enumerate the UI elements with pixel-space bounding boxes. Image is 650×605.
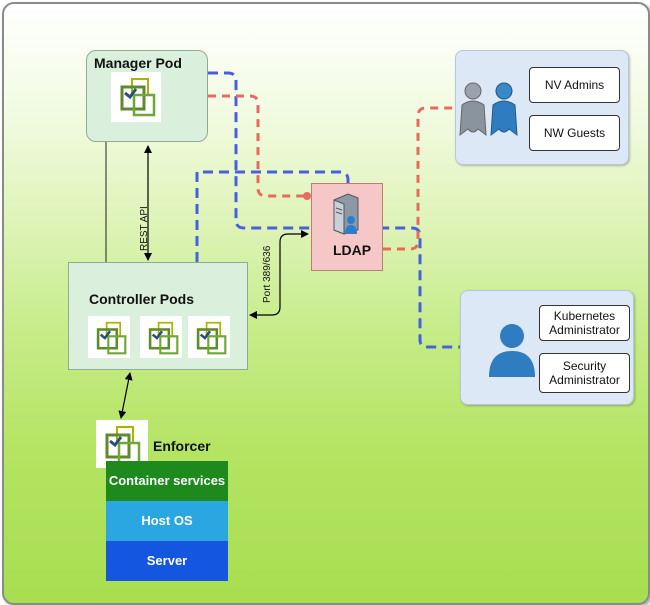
user-groups-panel: NV Admins NW Guests xyxy=(455,50,629,165)
ldap-server-icon xyxy=(333,193,359,235)
manager-pod-title: Manager Pod xyxy=(94,55,182,71)
admin-users-panel: Kubernetes Administrator Security Admini… xyxy=(460,290,634,405)
neuvector-logo-icon xyxy=(96,420,148,468)
nw-guests-box: NW Guests xyxy=(529,115,620,151)
controller-enforcer-arrow xyxy=(118,372,133,419)
neuvector-logo-icon xyxy=(88,316,130,358)
security-admin-box: Security Administrator xyxy=(539,353,630,393)
enforcer-label: Enforcer xyxy=(153,438,211,454)
blue-dashed-manager-link xyxy=(208,71,460,349)
kubernetes-admin-box: Kubernetes Administrator xyxy=(539,305,630,341)
container-services-layer: Container services xyxy=(106,461,228,501)
red-link-dot xyxy=(303,192,311,200)
neuvector-logo-icon xyxy=(140,316,182,358)
blue-dashed-controller-link xyxy=(195,170,350,262)
users-group-icon xyxy=(459,82,518,137)
neuvector-logo-icon xyxy=(188,316,230,358)
neuvector-logo-icon xyxy=(111,72,161,122)
port-label: Port 389/636 xyxy=(262,245,273,303)
server-layer: Server xyxy=(106,541,228,581)
nv-admins-box: NV Admins xyxy=(529,67,620,103)
admin-user-icon xyxy=(489,324,535,377)
ldap-label: LDAP xyxy=(333,242,372,258)
controller-pods-title: Controller Pods xyxy=(89,291,195,307)
rest-api-label: REST API xyxy=(139,206,150,251)
red-dashed-group-link xyxy=(383,106,455,251)
ldap-port-arrow xyxy=(249,230,309,319)
red-dashed-manager-link xyxy=(208,94,307,198)
ldap-box: LDAP xyxy=(311,183,383,271)
host-os-layer: Host OS xyxy=(106,501,228,541)
